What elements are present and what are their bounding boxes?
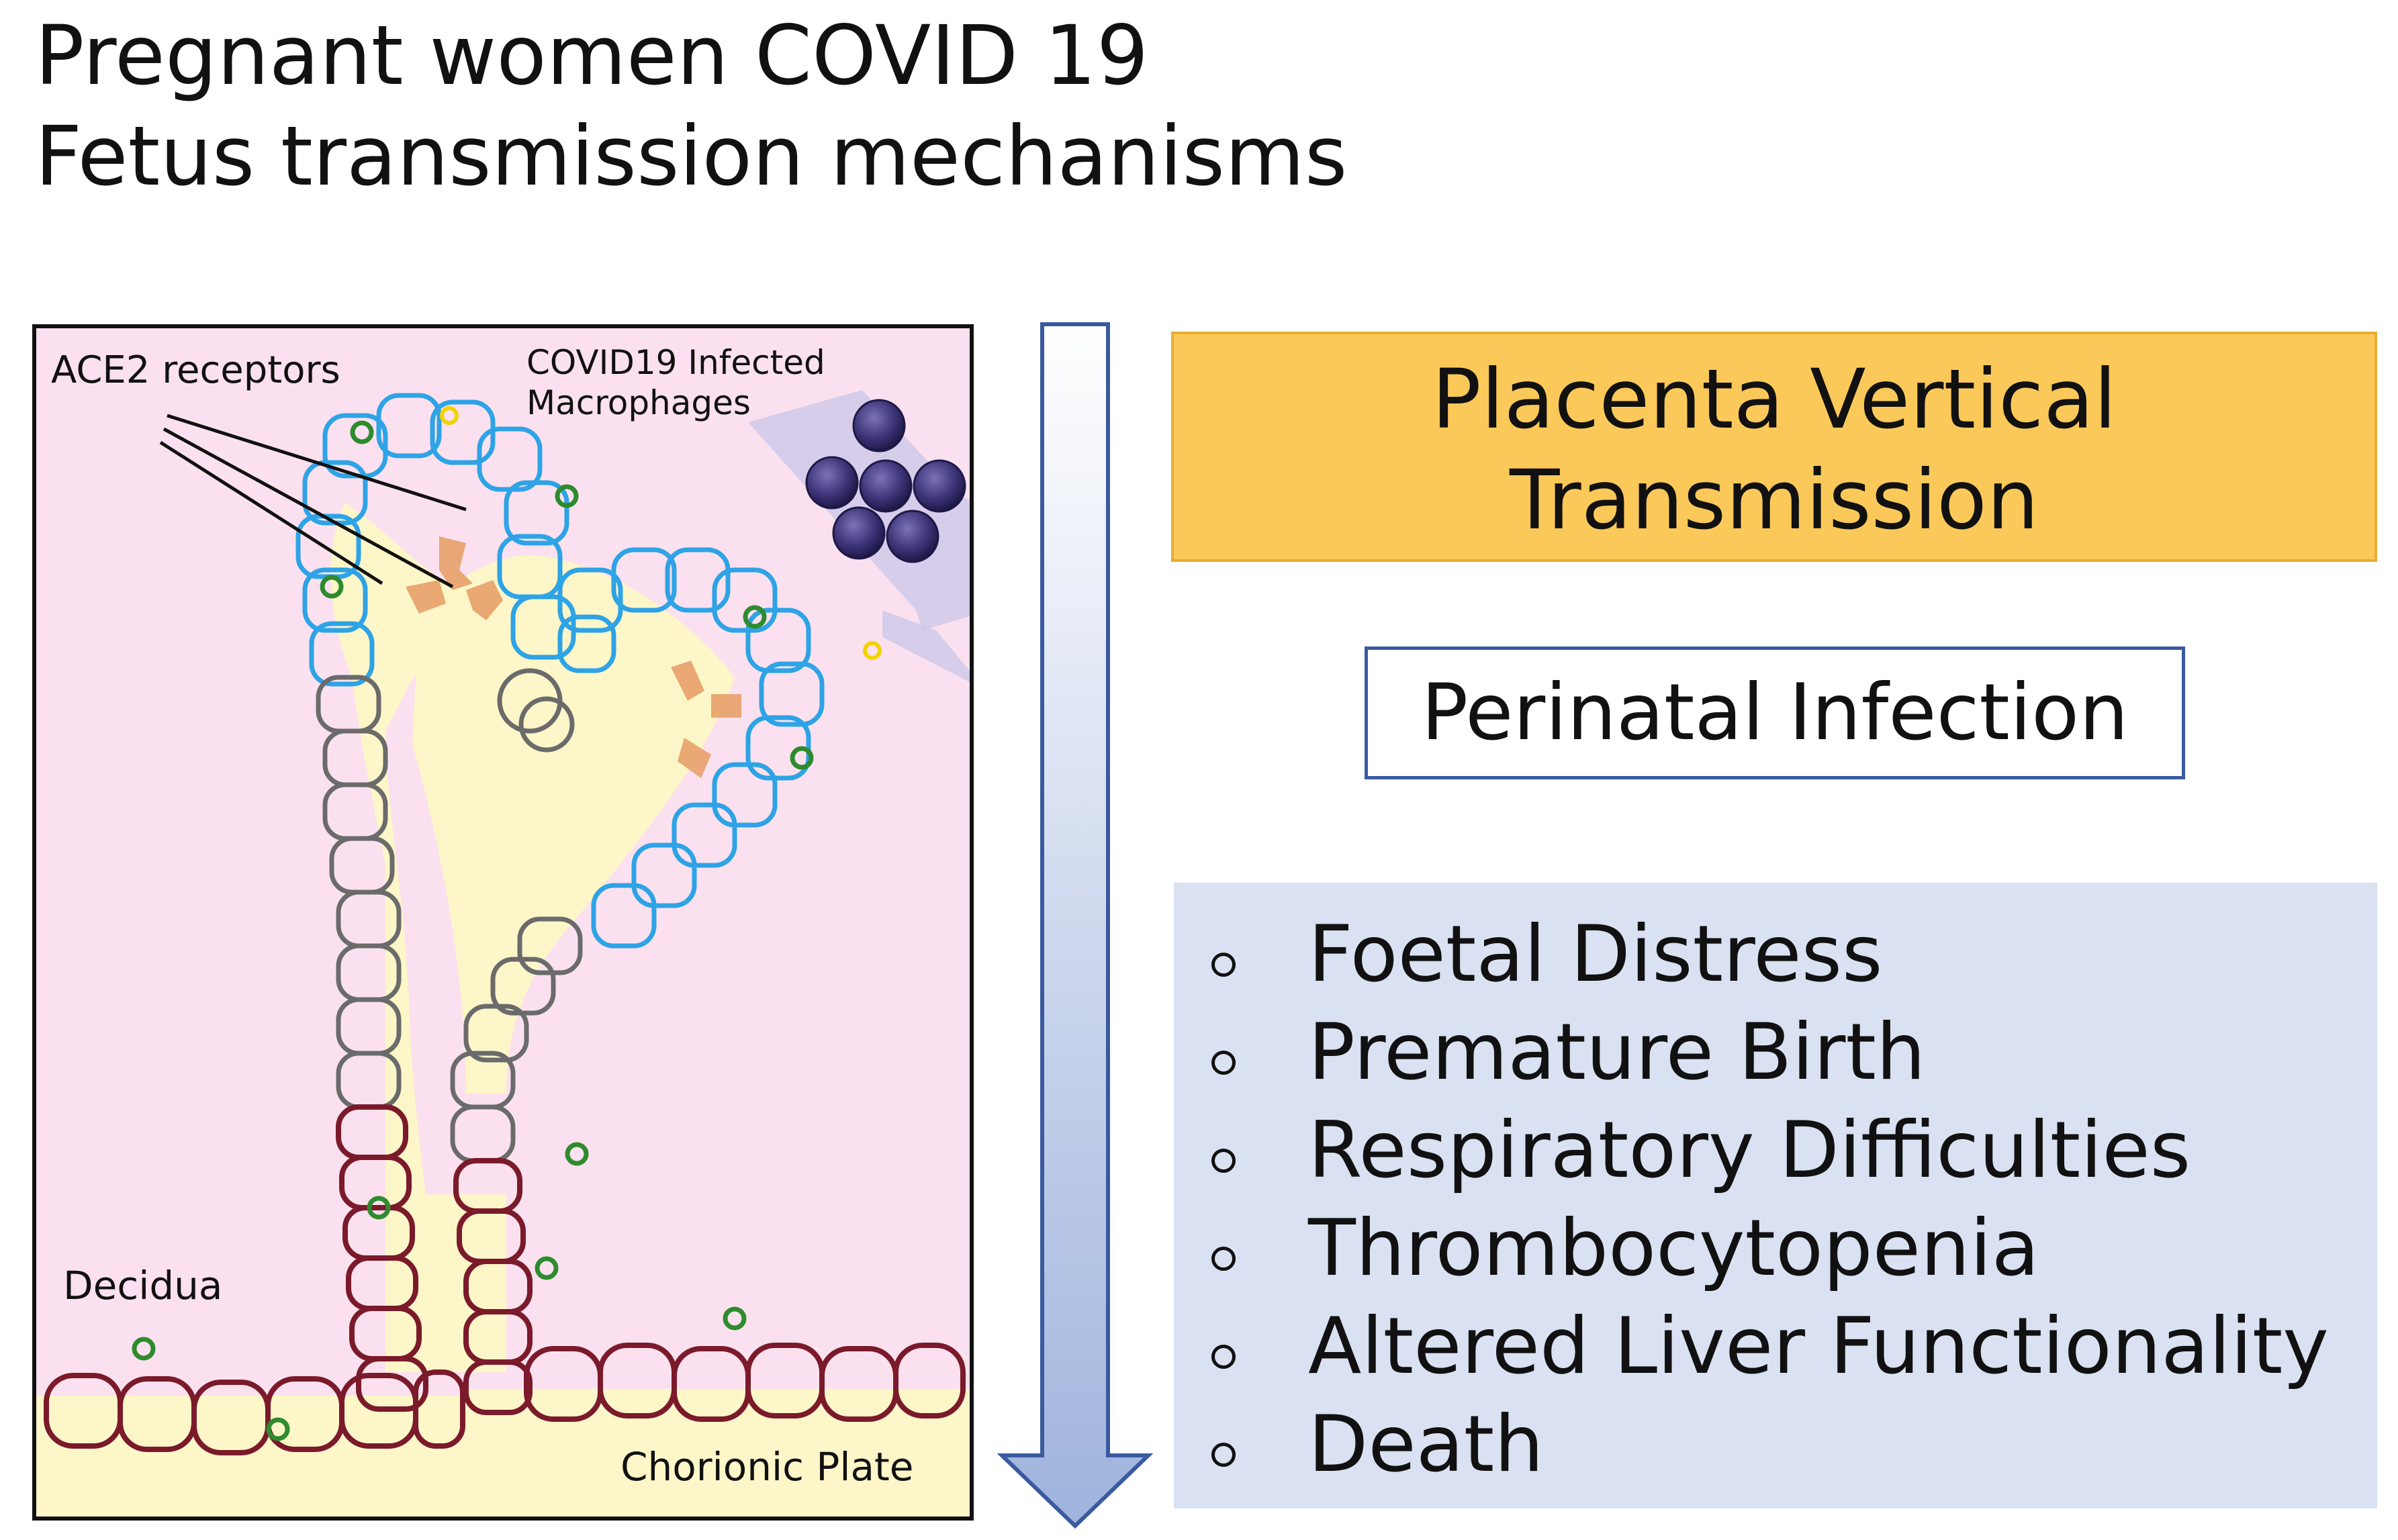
- outcome-text: Death: [1308, 1399, 1544, 1490]
- circle-bullet-icon: [1211, 1443, 1236, 1467]
- outcome-text: Altered Liver Functionality: [1308, 1301, 2329, 1392]
- macrophage-callout-tail: [882, 610, 970, 683]
- outcome-item: Death: [1174, 1394, 2377, 1492]
- infected-cell-cluster: [295, 393, 825, 949]
- page-title: Pregnant women COVID 19 Fetus transmissi…: [35, 5, 1347, 207]
- chorionic-cell-row: [524, 1343, 966, 1422]
- transmission-line-2: Transmission: [1509, 452, 2039, 548]
- outcome-item: Thrombocytopenia: [1174, 1198, 2377, 1296]
- basal-cell-column: [336, 1104, 533, 1415]
- ace2-pointer-lines: [159, 414, 467, 589]
- outcome-item: Premature Birth: [1174, 1002, 2377, 1100]
- title-line-1: Pregnant women COVID 19: [35, 8, 1149, 103]
- outcomes-list: Foetal Distress Premature Birth Respirat…: [1174, 904, 2377, 1492]
- ace2-receptor-markers: [132, 420, 814, 1441]
- outcome-text: Thrombocytopenia: [1308, 1203, 2039, 1294]
- virus-particles: [406, 536, 741, 778]
- macrophages-label-line2: Macrophages: [526, 383, 751, 422]
- macrophages-label-line1: COVID19 Infected: [526, 343, 825, 382]
- circle-bullet-icon: [1211, 1149, 1236, 1173]
- chorionic-plate-label: Chorionic Plate: [620, 1444, 914, 1490]
- perinatal-infection-label: Perinatal Infection: [1421, 667, 2129, 758]
- transmission-line-1: Placenta Vertical: [1432, 352, 2117, 447]
- outcome-text: Foetal Distress: [1308, 909, 1883, 1000]
- outcome-text: Respiratory Difficulties: [1308, 1105, 2191, 1196]
- placenta-transmission-box: Placenta Vertical Transmission: [1171, 332, 2377, 562]
- arrow-down-icon: [997, 322, 1154, 1529]
- outcome-item: Respiratory Difficulties: [1174, 1100, 2377, 1198]
- circle-bullet-icon: [1211, 1247, 1236, 1271]
- ace2-receptor-yellow-markers: [440, 406, 882, 660]
- ace2-receptors-label: ACE2 receptors: [51, 348, 340, 392]
- circle-bullet-icon: [1211, 1051, 1236, 1075]
- outcomes-box: Foetal Distress Premature Birth Respirat…: [1174, 883, 2377, 1508]
- infected-macrophages: [805, 399, 966, 563]
- title-line-2: Fetus transmission mechanisms: [35, 109, 1348, 204]
- outcome-item: Foetal Distress: [1174, 904, 2377, 1002]
- outcome-item: Altered Liver Functionality: [1174, 1296, 2377, 1394]
- decidua-cell-row: [44, 1369, 465, 1455]
- downward-arrow: [994, 321, 1155, 1529]
- healthy-cell-column: [316, 668, 583, 1163]
- villus-branch-core: [412, 555, 735, 1094]
- villus-stem-core: [399, 1194, 506, 1372]
- circle-bullet-icon: [1211, 1345, 1236, 1369]
- circle-bullet-icon: [1211, 953, 1236, 977]
- villus-core: [36, 503, 466, 1372]
- perinatal-infection-box: Perinatal Infection: [1365, 646, 2185, 779]
- decidua-label: Decidua: [63, 1263, 223, 1308]
- outcome-text: Premature Birth: [1308, 1007, 1926, 1098]
- placenta-diagram: ACE2 receptors COVID19 Infected Macropha…: [32, 324, 974, 1521]
- placenta-illustration: [36, 390, 970, 1517]
